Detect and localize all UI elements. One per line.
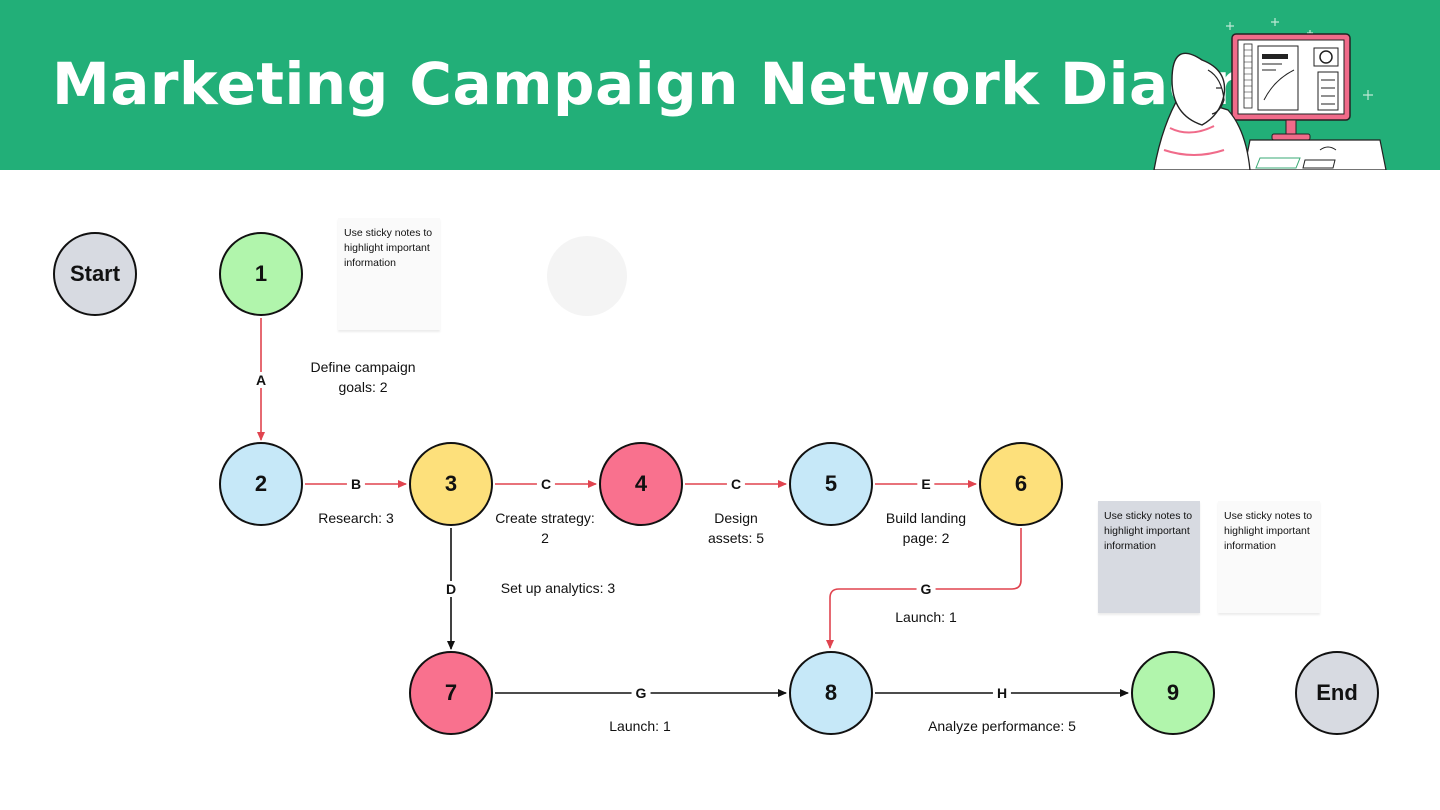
edge-letter-h: H [992, 685, 1012, 701]
activity-label-a: Define campaign goals: 2 [310, 359, 416, 395]
activity-label-d: Set up analytics: 3 [500, 580, 616, 596]
node-8[interactable]: 8 [789, 651, 873, 735]
node-start[interactable]: Start [53, 232, 137, 316]
person-at-computer-illustration [1153, 18, 1387, 170]
activity-label-e: Build landing page: 2 [885, 510, 967, 546]
sticky-note[interactable]: Use sticky notes to highlight important … [338, 218, 440, 330]
activity-label-g2: Launch: 1 [895, 609, 957, 625]
network-diagram: Start 1 2 3 4 5 6 7 8 9 End A B C C E D … [0, 170, 1440, 810]
edge-letter-d: D [441, 581, 461, 597]
edge-letter-c1: C [536, 476, 556, 492]
node-5[interactable]: 5 [789, 442, 873, 526]
activity-label-b: Research: 3 [318, 510, 394, 526]
sticky-note[interactable]: Use sticky notes to highlight important … [1218, 501, 1320, 613]
node-9[interactable]: 9 [1131, 651, 1215, 735]
node-4[interactable]: 4 [599, 442, 683, 526]
edge-letter-c2: C [726, 476, 746, 492]
placeholder-circle [547, 236, 627, 316]
sticky-note[interactable]: Use sticky notes to highlight important … [1098, 501, 1200, 613]
node-6[interactable]: 6 [979, 442, 1063, 526]
node-1[interactable]: 1 [219, 232, 303, 316]
edge-letter-a: A [251, 372, 271, 388]
activity-label-g1: Launch: 1 [609, 718, 671, 734]
edge-letter-g1: G [631, 685, 651, 701]
edge-letter-e: E [917, 476, 935, 492]
node-2[interactable]: 2 [219, 442, 303, 526]
activity-label-c1: Create strategy: 2 [495, 510, 595, 546]
header-banner: Marketing Campaign Network Diagram [0, 0, 1440, 170]
page-title: Marketing Campaign Network Diagram [52, 50, 1341, 118]
node-7[interactable]: 7 [409, 651, 493, 735]
activity-label-h: Analyze performance: 5 [928, 718, 1076, 734]
edge-letter-b: B [346, 476, 366, 492]
node-end[interactable]: End [1295, 651, 1379, 735]
node-3[interactable]: 3 [409, 442, 493, 526]
edge-letter-g2: G [916, 581, 936, 597]
diagram-edges [257, 318, 1129, 697]
activity-label-c2: Design assets: 5 [707, 510, 765, 546]
